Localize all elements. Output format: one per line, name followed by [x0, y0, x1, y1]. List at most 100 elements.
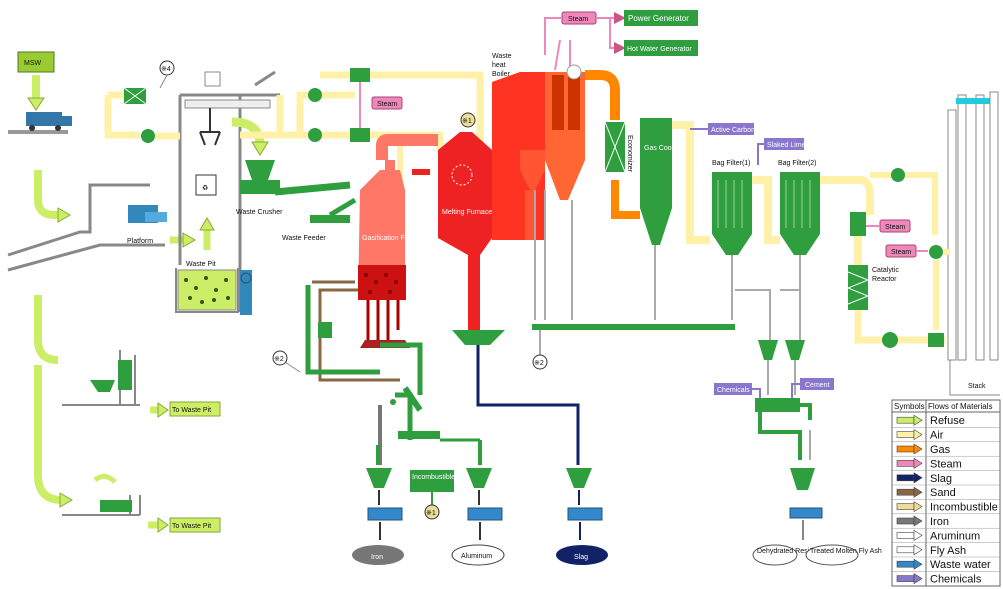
legend-arrowhead [913, 501, 923, 513]
legend-label: Air [930, 430, 944, 442]
steam-left-label: Steam [377, 101, 397, 108]
gas-cooling-chamber-label: Gas Cooling Chamber [644, 145, 714, 152]
legend-label: Sand [930, 487, 956, 499]
slag-output: Slag [556, 468, 608, 565]
legend-arrowhead [913, 457, 923, 469]
iron-output: Iron [352, 468, 404, 565]
waste-crusher: Waste Crusher [236, 160, 351, 216]
legend-arrowhead [913, 558, 923, 570]
legend-label: Refuse [930, 415, 965, 427]
to-waste-pit-2: To Waste Pit [62, 474, 221, 533]
slag-section [452, 330, 580, 465]
waste-feeder: Waste Feeder [282, 197, 357, 242]
legend-arrowhead [913, 472, 923, 484]
marker-a1-bottom: ※1 [426, 510, 436, 517]
legend-label: Gas [930, 444, 951, 456]
economizer: Economizer [604, 121, 633, 173]
refuse-flow-2 [34, 295, 59, 364]
legend-label: Waste water [930, 559, 991, 571]
legend-arrowhead [913, 544, 923, 556]
legend-arrowhead [913, 429, 923, 441]
legend-arrowhead [913, 486, 923, 498]
steam-cat1-label: Steam [885, 224, 905, 231]
legend-label: Aruminum [930, 530, 980, 542]
stack-label: Stack [968, 383, 986, 390]
bag-filter-2-label: Bag Filter(2) [778, 160, 817, 167]
refuse-chute [231, 117, 265, 146]
legend-header-flows: Flows of Materials [928, 402, 992, 411]
steam-generators: Steam Power Generator Hot Water Generato… [544, 10, 698, 56]
to-waste-pit-2-label: To Waste Pit [172, 523, 211, 530]
gasification-furnace-label: Gasification Furnace [362, 235, 426, 242]
marker-a4: ※4 [161, 66, 171, 73]
boiler-label-2: heat [492, 62, 506, 69]
economizer-label: Economizer [626, 135, 633, 173]
gas-cooling-chamber: Gas Cooling Chamber [640, 118, 714, 245]
gasification-furnace: Gasification Furnace [358, 160, 426, 348]
legend-arrow-steam [896, 460, 915, 467]
legend-label: Steam [930, 458, 962, 470]
waste-heat-boiler: Waste heat Boiler [492, 39, 585, 240]
legend-label: Incombustible [930, 502, 998, 514]
stack: Stack [947, 91, 1000, 396]
platform-building: Platform [7, 183, 196, 272]
catalytic-reactor: Catalytic Reactor [846, 212, 950, 348]
legend: Symbols Flows of Materials RefuseAirGasS… [891, 399, 1001, 587]
slaked-lime-label: Slaked Lime [767, 142, 806, 149]
legend-arrow-gas [896, 445, 915, 453]
legend-arrowhead [913, 573, 923, 585]
legend-arrowhead [913, 414, 923, 426]
catalytic-reactor-label-2: Reactor [872, 276, 897, 283]
boiler-label-3: Boiler [492, 71, 511, 78]
boiler-label-1: Waste [492, 53, 512, 60]
gas-duct [376, 134, 438, 160]
dehydrated-residue-label: Dehydrated Residue [757, 548, 821, 555]
bag-filter-1-label: Bag Filter(1) [712, 160, 751, 167]
treated-fly-ash-label: Treated Molten Fly Ash [810, 548, 882, 555]
iron-label: Iron [371, 554, 383, 561]
legend-arrow-slag [896, 474, 915, 482]
incombustibles-label: Incombustibles Conveyor [412, 474, 491, 481]
waste-crusher-label: Waste Crusher [236, 209, 283, 216]
waste-feeder-label: Waste Feeder [282, 235, 326, 242]
legend-label: Chemicals [930, 574, 982, 586]
waste-pit-label: Waste Pit [186, 261, 216, 268]
legend-arrow-aruminum [896, 532, 915, 539]
melting-furnace-label: Melting Furnace [442, 209, 492, 216]
cement-tag-label: Cement [805, 382, 830, 389]
melting-furnace: Melting Furnace [438, 132, 492, 330]
legend-label: Slag [930, 473, 952, 485]
legend-arrow-iron [896, 517, 915, 525]
marker-a2-bottom: ※2 [534, 360, 544, 367]
legend-arrow-fly-ash [896, 546, 915, 554]
crane-building: ♻ [178, 93, 280, 315]
legend-label: Fly Ash [930, 545, 966, 557]
legend-arrow-waste-water [896, 560, 915, 568]
refuse-flow-1 [34, 170, 60, 219]
legend-arrowhead [913, 443, 923, 455]
aluminum-label: Aluminum [461, 553, 492, 560]
msw-input: MSW [17, 51, 55, 111]
to-waste-pit-1-label: To Waste Pit [172, 407, 211, 414]
legend-arrow-sand [896, 488, 915, 496]
active-carbon-label: Active Carbon [711, 127, 755, 134]
chemical-inputs-top: Active Carbon Slaked Lime [690, 123, 806, 165]
slag-label: Slag [574, 554, 588, 561]
catalytic-reactor-label-1: Catalytic [872, 267, 899, 274]
bag-filter-1: Bag Filter(1) [712, 160, 752, 255]
steam-cat2-label: Steam [891, 249, 911, 256]
legend-arrowhead [913, 529, 923, 541]
refuse-flow-3 [34, 365, 63, 504]
platform-label: Platform [127, 238, 153, 245]
chemicals-tag-label: Chemicals [717, 387, 750, 394]
incombustibles-section: Incombustibles Conveyor ※1 [376, 342, 491, 520]
power-generator-label: Power Generator [628, 14, 689, 23]
gas-duct-economizer [585, 70, 620, 120]
legend-arrowhead [913, 515, 923, 527]
legend-arrow-refuse [896, 416, 915, 424]
steam-left: Steam [359, 82, 403, 128]
svg-text:♻: ♻ [202, 185, 208, 192]
legend-header-symbols: Symbols [894, 402, 925, 411]
flue-duct [820, 176, 874, 215]
